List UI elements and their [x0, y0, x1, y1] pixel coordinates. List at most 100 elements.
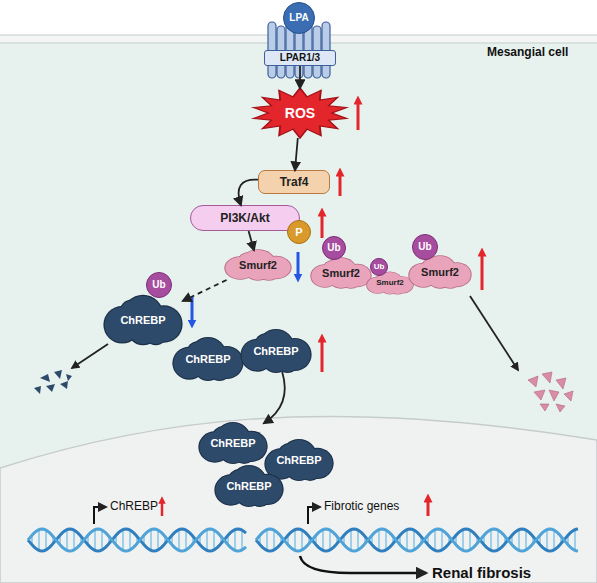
increase-arrow [427, 498, 430, 516]
node-text: ChREBP [226, 481, 271, 492]
dna-base-pair [45, 530, 47, 550]
outcome-arrow [300, 556, 426, 573]
node-text: ChREBP [210, 438, 255, 449]
increase-arrow [321, 212, 324, 238]
dna-base-pair [301, 530, 303, 550]
node-text: LPAR1/3 [280, 53, 320, 63]
protein-fragments [528, 372, 573, 412]
dna-base-pair [329, 530, 331, 550]
protein-blob: Smurf2 [224, 250, 292, 280]
gene-label: Fibrotic genes [324, 500, 399, 513]
ubiquitin-circle: Ub [370, 258, 388, 276]
transcription-start-arrow [94, 507, 106, 524]
fragment [528, 376, 538, 387]
increase-arrow [357, 100, 360, 130]
dna-base-pair [129, 530, 131, 550]
dna-base-pair [518, 530, 520, 551]
pathway-arrow [299, 66, 301, 88]
increase-arrow [161, 500, 164, 516]
fragment [60, 381, 68, 389]
dna-base-pair [294, 530, 296, 551]
ubiquitin-circle: Ub [146, 272, 172, 298]
dna-base-pair [38, 530, 40, 551]
node-text: Ub [327, 243, 340, 253]
ubiquitin-circle: Ub [322, 236, 346, 260]
node-text: Traf4 [280, 176, 309, 188]
dna-base-pair [385, 530, 387, 550]
node-text: LPA [289, 13, 308, 23]
node-text: ChREBP [185, 354, 230, 365]
dna-base-pair [322, 530, 324, 551]
dna-base-pair [234, 530, 236, 551]
receptor-label-box: LPAR1/3 [264, 50, 336, 66]
cell-cytoplasm [0, 39, 597, 583]
dna-base-pair [273, 530, 275, 550]
node-text: Ub [374, 263, 385, 271]
degradation-arrow [72, 344, 108, 368]
protein-fragments [34, 370, 72, 394]
phospho-circle: P [287, 220, 311, 244]
dna-base-pair [574, 530, 576, 551]
dna-strand [28, 529, 246, 551]
dna-base-pair [413, 530, 415, 550]
node-text: ChREBP [120, 315, 165, 326]
fragment [40, 374, 50, 382]
nucleus [0, 416, 597, 583]
protein-blob: ChREBP [264, 440, 334, 480]
dna-base-pair [213, 530, 215, 550]
dna-strand [256, 529, 578, 551]
decrease-arrow [297, 252, 300, 278]
dna-strand [28, 529, 246, 551]
fragment [549, 390, 559, 401]
fragment [54, 370, 62, 379]
gene-label: ChREBP [110, 500, 158, 513]
dna-helix [28, 529, 578, 551]
decrease-arrow [191, 296, 194, 324]
increase-arrow [321, 338, 324, 372]
fragment [556, 404, 565, 412]
dna-base-pair [434, 530, 436, 551]
dna-base-pair [157, 530, 159, 550]
fragment [540, 404, 549, 411]
cell-label: Mesangial cell [487, 46, 568, 59]
dna-base-pair [266, 530, 268, 551]
fragment [542, 372, 552, 383]
increase-arrow [339, 172, 342, 196]
dna-base-pair [357, 530, 359, 550]
protein-blob: ChREBP [172, 338, 244, 380]
protein-blob: Smurf2 [366, 272, 414, 294]
pathway-arrow [249, 231, 254, 250]
dna-base-pair [185, 530, 187, 550]
dna-base-pair [94, 530, 96, 551]
protein-box: Traf4 [258, 170, 330, 194]
dna-base-pair [73, 530, 75, 550]
fragment [34, 386, 41, 394]
fragment [66, 374, 72, 381]
dna-strand [256, 529, 578, 551]
star-fill [253, 88, 347, 138]
pathway-arrow [264, 372, 285, 423]
node-text: Smurf2 [376, 279, 404, 287]
protein-blob: Smurf2 [310, 258, 372, 288]
dna-base-pair [553, 530, 555, 550]
ligand-circle: LPA [283, 2, 315, 34]
pathway-arrow [295, 138, 298, 170]
node-text: P [295, 227, 302, 238]
fragment [46, 384, 55, 392]
dna-base-pair [350, 530, 352, 551]
protein-blob: ChREBP [214, 466, 284, 506]
dna-base-pair [525, 530, 527, 550]
dna-base-pair [241, 530, 243, 550]
dna-base-pair [490, 530, 492, 551]
node-text: ROS [285, 106, 315, 120]
pathway-arrow [183, 280, 227, 301]
node-text: Smurf2 [421, 267, 459, 278]
outcome-label: Renal fibrosis [432, 565, 531, 582]
ubiquitin-circle: Ub [412, 234, 438, 260]
dna-base-pair [469, 530, 471, 550]
node-text: PI3K/Akt [220, 212, 269, 224]
node-text: Ub [418, 242, 431, 252]
